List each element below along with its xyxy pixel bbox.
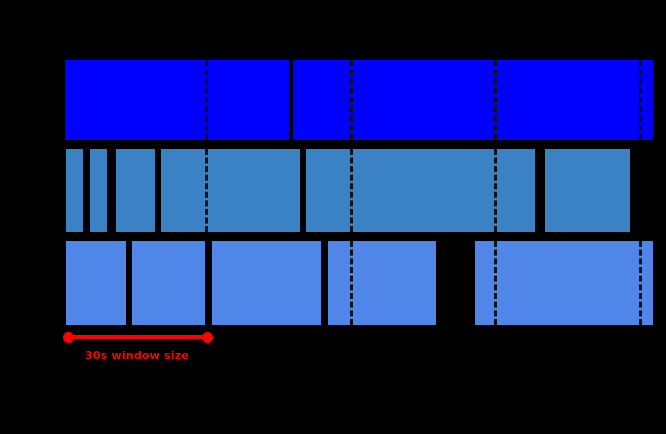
window-boundary-line <box>205 149 208 232</box>
bar-segment <box>65 60 289 140</box>
bar-segment <box>90 149 107 232</box>
window-boundary-line <box>350 149 353 232</box>
bar-segment <box>293 60 653 140</box>
bar-segment <box>306 149 535 232</box>
bar-segment <box>328 241 436 325</box>
bar-segment <box>475 241 653 325</box>
bar-segment <box>132 241 205 325</box>
window-boundary-line <box>494 149 497 232</box>
window-boundary-line <box>494 60 497 140</box>
window-boundary-line <box>639 241 642 325</box>
bar-segment <box>161 149 300 232</box>
bar-row-1 <box>0 60 666 140</box>
window-boundary-line <box>205 60 208 140</box>
annotation-line <box>68 335 207 339</box>
window-boundary-line <box>350 60 353 140</box>
bar-segment <box>116 149 155 232</box>
annotation-start-cap <box>63 332 74 343</box>
bar-segment <box>545 149 630 232</box>
window-boundary-line <box>350 241 353 325</box>
annotation-end-cap <box>202 332 213 343</box>
bar-row-2 <box>0 149 666 232</box>
window-boundary-line <box>639 60 642 140</box>
annotation-label: 30s window size <box>84 349 190 362</box>
bar-segment <box>66 241 126 325</box>
bar-segment <box>212 241 321 325</box>
bar-row-3 <box>0 241 666 325</box>
window-boundary-line <box>494 241 497 325</box>
bar-segment <box>66 149 83 232</box>
